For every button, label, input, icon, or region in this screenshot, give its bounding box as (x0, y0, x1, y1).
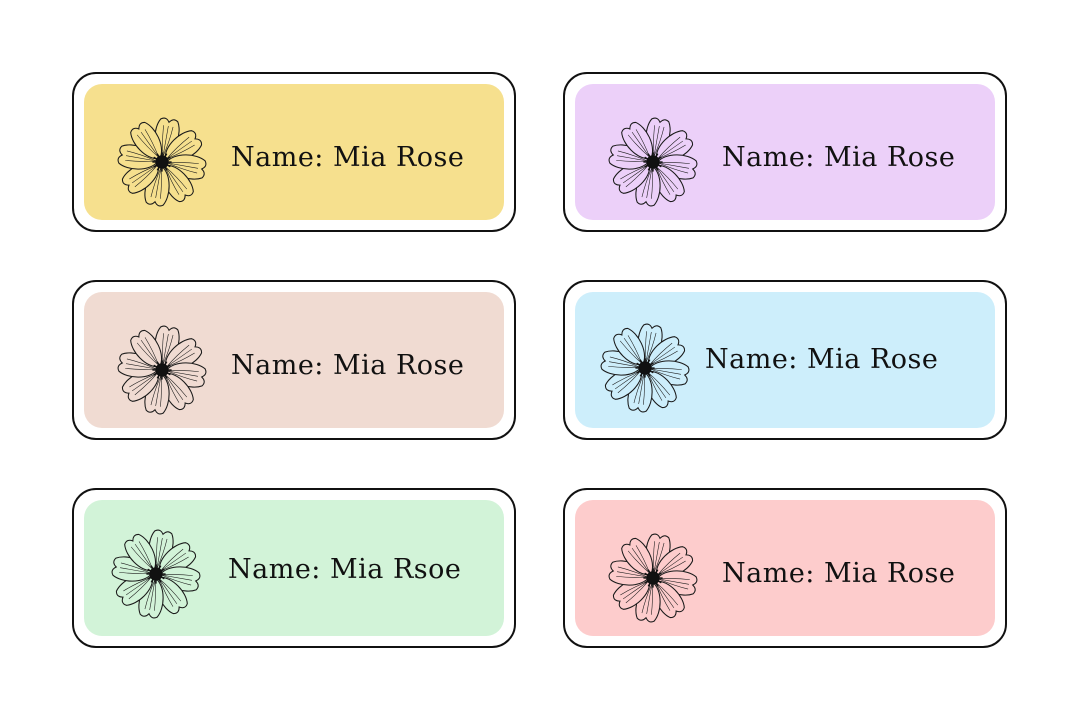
label-name-text: Name: Mia Rose (231, 142, 465, 173)
label-background: Name: Mia Rose (575, 292, 995, 428)
name-label-blue: Name: Mia Rose (563, 280, 1007, 440)
name-label-peach: Name: Mia Rose (72, 280, 516, 440)
flower-icon (114, 114, 210, 210)
label-background: Name: Mia Rose (84, 84, 504, 220)
label-name-text: Name: Mia Rose (722, 558, 956, 589)
flower-icon (605, 530, 701, 626)
label-name-text: Name: Mia Rose (705, 344, 939, 375)
name-label-yellow: Name: Mia Rose (72, 72, 516, 232)
flower-icon (108, 526, 204, 622)
label-background: Name: Mia Rose (575, 84, 995, 220)
name-label-pink: Name: Mia Rose (563, 488, 1007, 648)
label-background: Name: Mia Rose (84, 292, 504, 428)
label-name-text: Name: Mia Rose (722, 142, 956, 173)
label-background: Name: Mia Rose (575, 500, 995, 636)
label-background: Name: Mia Rsoe (84, 500, 504, 636)
flower-icon (114, 322, 210, 418)
name-label-green: Name: Mia Rsoe (72, 488, 516, 648)
name-label-purple: Name: Mia Rose (563, 72, 1007, 232)
label-name-text: Name: Mia Rose (231, 350, 465, 381)
flower-icon (605, 114, 701, 210)
label-name-text: Name: Mia Rsoe (228, 554, 462, 585)
flower-icon (597, 320, 693, 416)
